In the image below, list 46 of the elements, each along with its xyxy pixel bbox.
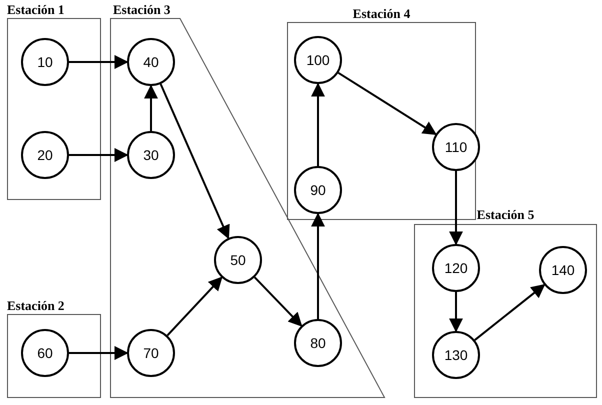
event-circle: [127, 38, 175, 86]
station-title: Estación 5: [476, 207, 536, 223]
node-number: 90: [310, 182, 326, 198]
event-circle: [21, 329, 69, 377]
arrow: [144, 84, 158, 131]
event-circle: [294, 166, 342, 214]
node-number: 30: [143, 147, 159, 163]
node-number: 50: [230, 252, 246, 268]
event-circle: [214, 236, 262, 284]
node-number: 80: [310, 335, 326, 351]
event-circle: [127, 131, 175, 179]
event-circle: [432, 331, 480, 379]
node-number: 20: [37, 147, 53, 163]
arrow: [449, 292, 463, 332]
node-number: 140: [551, 262, 575, 278]
node-number: 110: [444, 139, 468, 155]
station-title: Estación 1: [7, 2, 64, 18]
arrow: [69, 346, 128, 360]
node-number: 130: [444, 347, 468, 363]
arrow: [160, 84, 230, 240]
station-title: Estación 2: [7, 298, 64, 314]
node-number: 70: [143, 345, 159, 361]
node-number: 120: [444, 260, 468, 276]
event-circle: [21, 131, 69, 179]
node-number: 60: [37, 345, 53, 361]
arrow: [254, 276, 302, 327]
arrow: [338, 72, 437, 136]
arrow: [166, 276, 223, 336]
arrow: [69, 55, 128, 69]
station-title: Estación 4: [352, 6, 412, 22]
node-number: 100: [306, 52, 330, 68]
station-title: Estación 3: [113, 2, 170, 18]
event-circle: [432, 123, 480, 171]
node-number: 40: [143, 54, 159, 70]
arrow: [69, 148, 128, 162]
event-circle: [294, 36, 342, 84]
node-number: 10: [37, 54, 53, 70]
event-circle: [21, 38, 69, 86]
event-circle: [432, 244, 480, 292]
event-circle: [539, 246, 587, 294]
arrow: [311, 82, 325, 166]
arrow: [311, 212, 325, 319]
arrow: [474, 284, 546, 341]
event-circle: [127, 329, 175, 377]
arrow: [449, 171, 463, 246]
event-circle: [294, 319, 342, 367]
